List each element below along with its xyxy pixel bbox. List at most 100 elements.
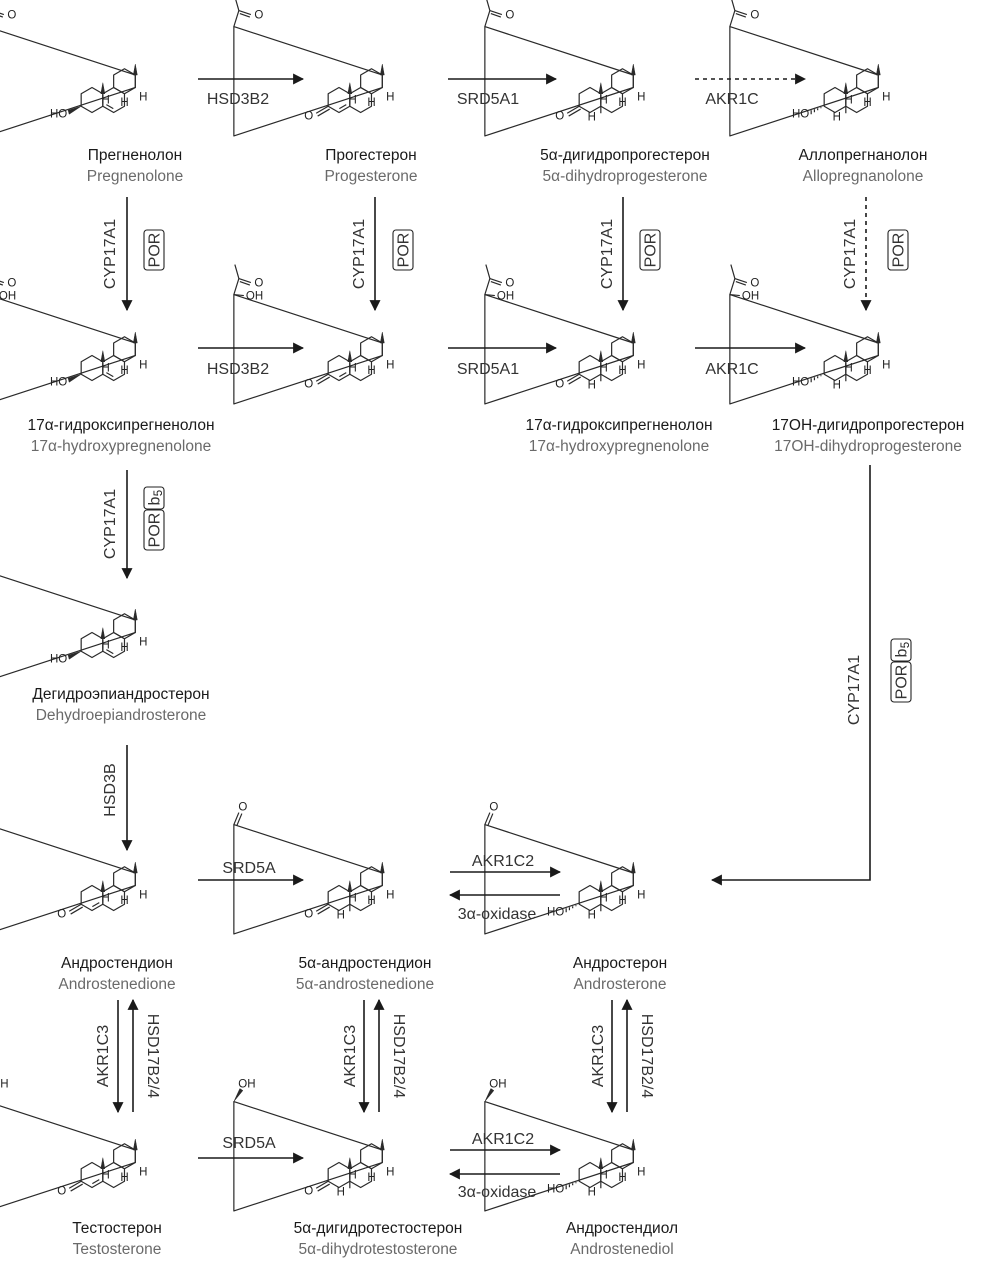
cytochrome-b5-subscript: 5 bbox=[153, 490, 165, 496]
stereo-h-label: H bbox=[120, 365, 128, 377]
compound-name-en-andro: Androstenedione bbox=[58, 976, 175, 993]
enzyme-hsd3b2-mid: HSD3B2 bbox=[207, 361, 269, 378]
stereo-h-label: H bbox=[120, 1172, 128, 1184]
por-box bbox=[392, 229, 414, 271]
compound-name-en-dhp: 5α-dihydroprogesterone bbox=[543, 168, 708, 185]
hydroxyl-label: OH bbox=[742, 291, 759, 303]
stereo-h-label: H bbox=[386, 360, 394, 372]
hydroxyl-label: HO bbox=[50, 653, 67, 665]
hydroxyl-label: HO bbox=[547, 1183, 564, 1195]
stereo-h-label: H bbox=[120, 642, 128, 654]
stereo-h-label: H bbox=[588, 1186, 596, 1198]
stereo-h-label: H bbox=[863, 365, 871, 377]
cytochrome-b5-label: b bbox=[894, 648, 911, 657]
stereo-h-label: H bbox=[863, 97, 871, 109]
keto-label: O bbox=[555, 378, 564, 390]
compound-name-en-allo: Allopregnanolone bbox=[803, 168, 924, 185]
compound-name-en-a5andro: 5α-androstenedione bbox=[296, 976, 434, 993]
enzyme-hsd3b: HSD3B bbox=[102, 763, 119, 816]
por-label: POR bbox=[147, 513, 164, 548]
compound-name-ru-a5andro: 5α-андростендион bbox=[299, 955, 432, 972]
enzyme-cyp17a1-2: CYP17A1 bbox=[351, 219, 368, 289]
stereo-h-label: H bbox=[833, 379, 841, 391]
compound-name-ru-dht: 5α-дигидротестостерон bbox=[294, 1220, 463, 1237]
acetyl-oxygen-label: O bbox=[7, 278, 16, 290]
compound-name-ru-ohpreg: 17α-гидроксипрегненолон bbox=[27, 417, 214, 434]
stereo-h-label: H bbox=[120, 97, 128, 109]
stereo-h-label: H bbox=[348, 363, 356, 375]
compound-name-en-dht: 5α-dihydrotestosterone bbox=[299, 1241, 458, 1258]
compound-name-ru-testo: Тестостерон bbox=[72, 1220, 162, 1237]
compound-name-ru-andro: Андростендион bbox=[61, 955, 173, 972]
hydroxyl-label: OH bbox=[238, 1079, 255, 1091]
cofactor-por-2: POR bbox=[392, 229, 414, 271]
enzyme-akr1c-mid: AKR1C bbox=[705, 361, 758, 378]
stereo-h-label: H bbox=[348, 893, 356, 905]
stereo-h-label: H bbox=[637, 360, 645, 372]
enzyme-hsd17b2-4-1: HSD17B2/4 bbox=[144, 1014, 161, 1099]
compound-name-ru-androdiol: Андростендиол bbox=[566, 1220, 678, 1237]
b5-box bbox=[143, 486, 165, 510]
compound-name-en-prog: Progesterone bbox=[324, 168, 417, 185]
stereo-h-label: H bbox=[844, 95, 852, 107]
por-box bbox=[887, 229, 909, 271]
compound-name-en-ohdhp: 17OH-dihydroprogesterone bbox=[774, 438, 962, 455]
por-label: POR bbox=[643, 233, 660, 268]
stereo-h-label: H bbox=[367, 895, 375, 907]
hydroxyl-label: OH bbox=[489, 1079, 506, 1091]
compound-name-ru-allo: Аллопрегнанолон bbox=[799, 147, 928, 164]
keto-label: O bbox=[304, 110, 313, 122]
enzyme-cyp17a1-3: CYP17A1 bbox=[599, 219, 616, 289]
enzyme-cyp17a1-5: CYP17A1 bbox=[102, 489, 119, 559]
acetyl-oxygen-label: O bbox=[7, 10, 16, 22]
por-box bbox=[143, 509, 165, 551]
compound-labels: ПрегненолонPregnenoloneПрогестеронProges… bbox=[27, 147, 964, 1258]
hydroxyl-label: OH bbox=[246, 291, 263, 303]
stereo-h-label: H bbox=[386, 92, 394, 104]
stereo-h-label: H bbox=[348, 95, 356, 107]
stereo-h-label: H bbox=[337, 909, 345, 921]
stereo-h-label: H bbox=[618, 97, 626, 109]
enzyme-3a-oxidase-2: 3α-oxidase bbox=[458, 1184, 537, 1201]
reaction-arrows bbox=[112, 73, 872, 1180]
stereo-h-label: H bbox=[882, 92, 890, 104]
enzyme-cyp17a1-1: CYP17A1 bbox=[102, 219, 119, 289]
compound-name-ru-preg: Прегненолон bbox=[88, 147, 182, 164]
stereo-h-label: H bbox=[844, 363, 852, 375]
enzyme-3a-oxidase-1: 3α-oxidase bbox=[458, 906, 537, 923]
enzyme-akr1c3-3: AKR1C3 bbox=[590, 1025, 607, 1087]
stereo-h-label: H bbox=[101, 1170, 109, 1182]
stereo-h-label: H bbox=[637, 1167, 645, 1179]
por-box bbox=[143, 229, 165, 271]
enzyme-srd5a1-mid: SRD5A1 bbox=[457, 361, 519, 378]
cytochrome-b5-label: b bbox=[147, 496, 164, 505]
cofactor-por-b5-1: POR b5 bbox=[143, 486, 165, 551]
stereo-h-label: H bbox=[588, 379, 596, 391]
hydroxyl-label: HO bbox=[792, 108, 809, 120]
hydroxyl-label: OH bbox=[0, 291, 16, 303]
stereo-h-label: H bbox=[599, 95, 607, 107]
enzyme-hsd17b2-4-2: HSD17B2/4 bbox=[390, 1014, 407, 1099]
enzyme-srd5a1-top: SRD5A1 bbox=[457, 91, 519, 108]
stereo-h-label: H bbox=[139, 637, 147, 649]
cofactor-por-3: POR bbox=[639, 229, 661, 271]
stereo-h-label: H bbox=[139, 92, 147, 104]
stereo-h-label: H bbox=[599, 363, 607, 375]
acetyl-oxygen-label: O bbox=[505, 10, 514, 22]
keto-label: O bbox=[555, 110, 564, 122]
keto-label: O bbox=[304, 908, 313, 920]
acetyl-oxygen-label: O bbox=[505, 278, 514, 290]
stereo-h-label: H bbox=[120, 895, 128, 907]
compound-name-en-preg: Pregnenolone bbox=[87, 168, 184, 185]
